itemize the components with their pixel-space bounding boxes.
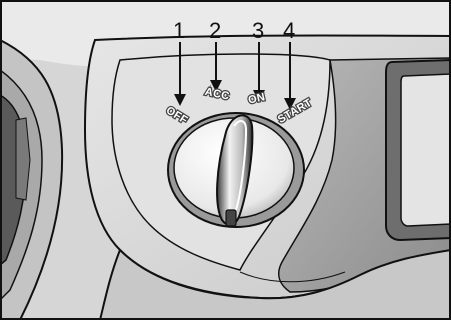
display-screen xyxy=(401,74,451,226)
callout-number-1: 1 xyxy=(173,18,185,43)
callout-number-4: 4 xyxy=(283,18,295,43)
callout-number-2: 2 xyxy=(209,18,221,43)
callout-number-3: 3 xyxy=(252,18,264,43)
